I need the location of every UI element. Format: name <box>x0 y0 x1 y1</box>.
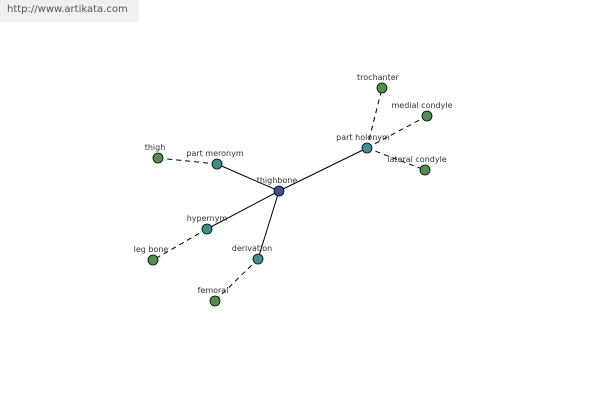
relation-label: part holonym <box>336 133 390 142</box>
edge-center-part-holonym <box>278 147 368 192</box>
relation-dot[interactable] <box>211 158 223 170</box>
term-dot[interactable] <box>209 295 221 307</box>
relation-node-part-meronym[interactable]: part meronym <box>186 149 244 170</box>
center-node-thighbone[interactable]: thighbone <box>257 176 298 197</box>
term-label: medial condyle <box>391 101 452 110</box>
term-node-lateral-condyle[interactable]: lateral condyle <box>387 155 447 176</box>
relation-label: hypernym <box>187 214 228 223</box>
edge-center-part-meronym <box>216 163 280 192</box>
watermark-url[interactable]: http://www.artikata.com <box>7 4 128 15</box>
relation-dot[interactable] <box>201 223 213 235</box>
term-dot[interactable] <box>376 82 388 94</box>
term-node-trochanter[interactable]: trochanter <box>357 73 400 94</box>
term-label: lateral condyle <box>387 155 447 164</box>
term-node-thigh[interactable]: thigh <box>145 143 166 164</box>
edge-center-hypernym <box>206 190 280 230</box>
center-label: thighbone <box>257 176 298 185</box>
edge-center-derivation <box>257 190 280 260</box>
edge-part-holonym-medial-condyle <box>366 115 428 149</box>
term-label: leg bone <box>134 245 169 254</box>
relation-dot[interactable] <box>252 253 264 265</box>
relation-dot[interactable] <box>361 142 373 154</box>
edge-part-meronym-thigh <box>157 157 218 165</box>
edge-part-holonym-trochanter <box>366 87 383 149</box>
term-dot[interactable] <box>147 254 159 266</box>
term-label: femoral <box>198 286 229 295</box>
term-label: thigh <box>145 143 166 152</box>
term-dot[interactable] <box>421 110 433 122</box>
term-dot[interactable] <box>419 164 431 176</box>
edge-part-holonym-lateral-condyle <box>366 147 426 171</box>
relation-node-derivation[interactable]: derivation <box>232 244 272 265</box>
term-dot[interactable] <box>152 152 164 164</box>
relation-label: derivation <box>232 244 272 253</box>
edge-hypernym-leg-bone <box>152 228 208 261</box>
term-label: trochanter <box>357 73 400 82</box>
relation-node-part-holonym[interactable]: part holonym <box>336 133 390 154</box>
edge-derivation-femoral <box>214 258 259 302</box>
center-dot[interactable] <box>273 185 285 197</box>
relation-node-hypernym[interactable]: hypernym <box>187 214 228 235</box>
watermark-banner: http://www.artikata.com <box>0 0 139 22</box>
term-node-leg-bone[interactable]: leg bone <box>134 245 169 266</box>
relation-label: part meronym <box>186 149 243 158</box>
term-node-femoral[interactable]: femoral <box>198 286 229 307</box>
term-node-medial-condyle[interactable]: medial condyle <box>391 101 453 122</box>
